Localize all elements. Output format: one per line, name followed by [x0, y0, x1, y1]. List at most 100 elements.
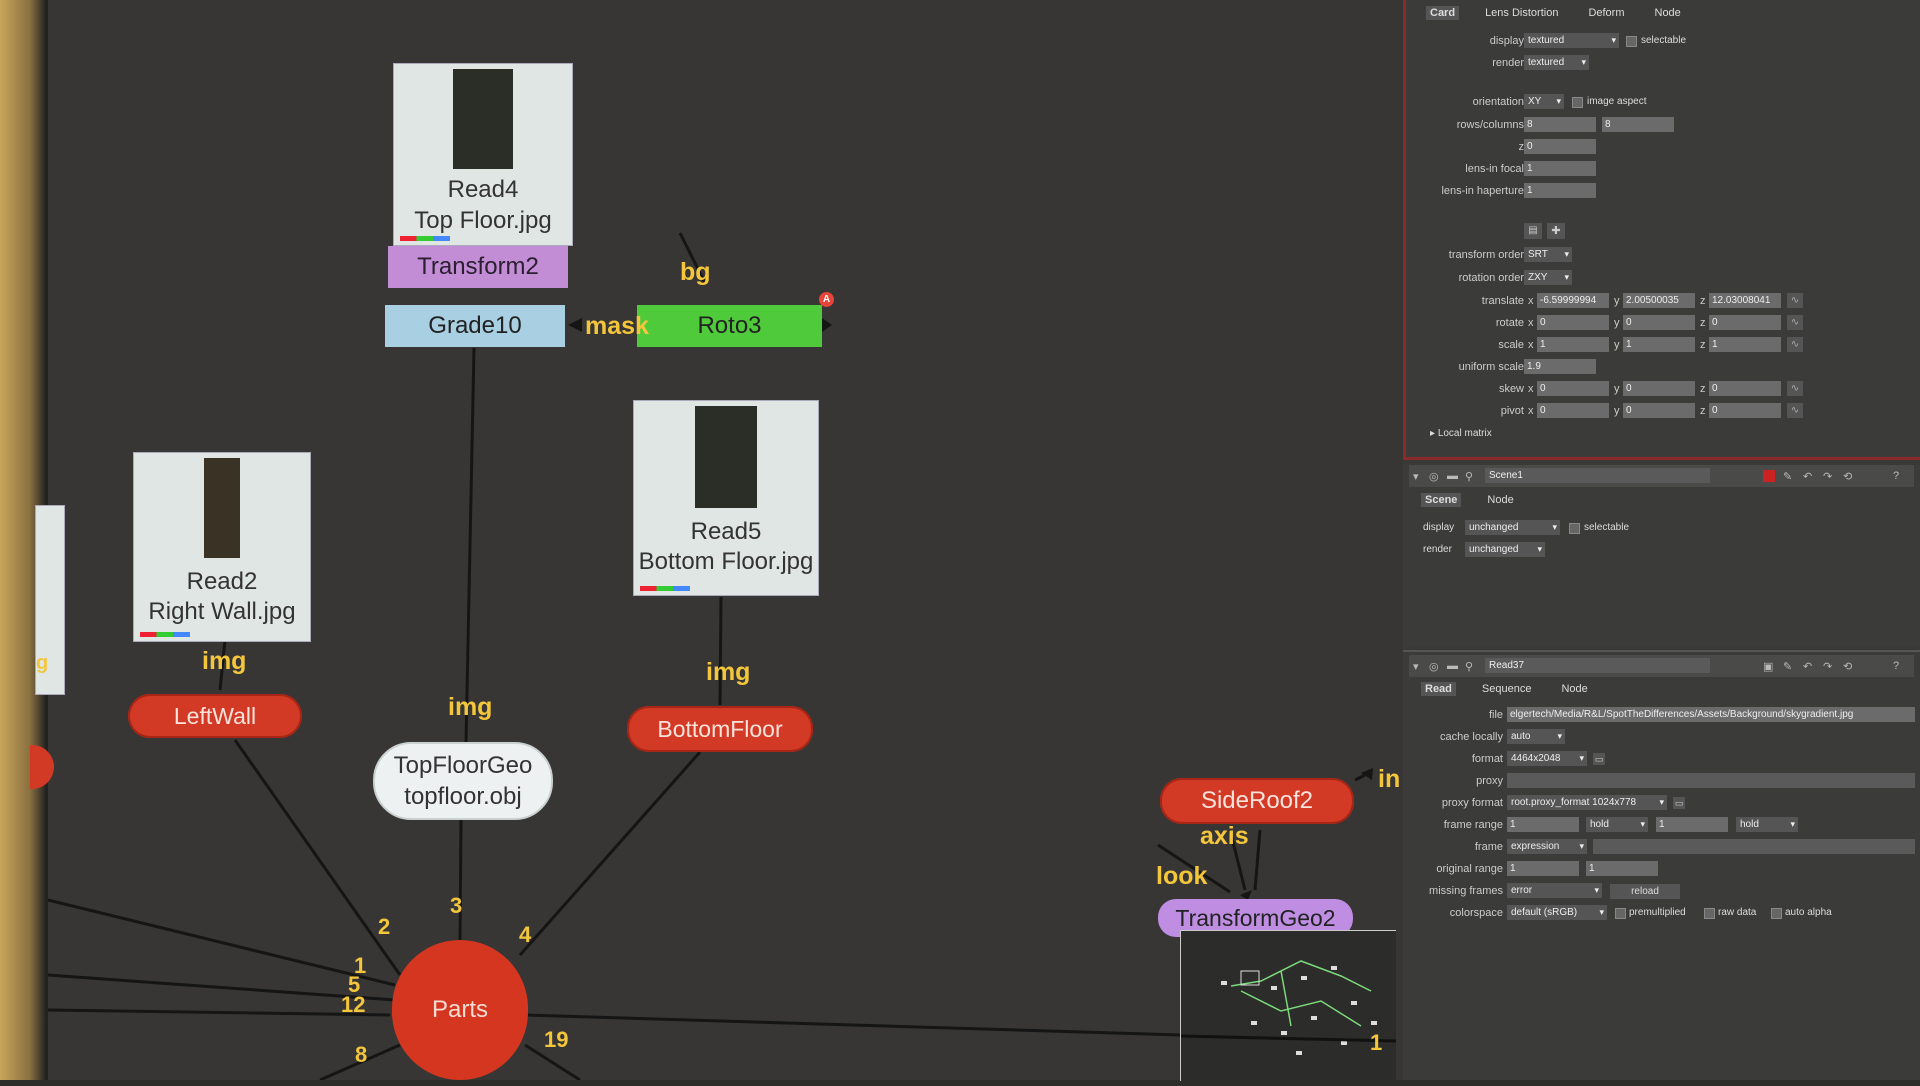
redo-icon[interactable]: ↷ — [1823, 471, 1833, 483]
tab-sequence[interactable]: Sequence — [1481, 683, 1532, 695]
undo-icon[interactable]: ↶ — [1803, 661, 1813, 673]
node-icon[interactable]: ⚲ — [1465, 471, 1474, 483]
tab-card[interactable]: Card — [1426, 6, 1460, 20]
help-icon[interactable]: ? — [1893, 660, 1900, 672]
skew-x-field[interactable]: 0 — [1537, 381, 1609, 396]
pivot-z-field[interactable]: 0 — [1709, 403, 1781, 418]
columns-field[interactable]: 8 — [1602, 117, 1674, 132]
uniform-scale-field[interactable]: 1.9 — [1524, 359, 1596, 374]
camera-icon[interactable]: ▬ — [1447, 470, 1458, 482]
rows-field[interactable]: 8 — [1524, 117, 1596, 132]
scene-render-dropdown[interactable]: unchanged — [1465, 542, 1545, 557]
lens-in-haperture-field[interactable]: 1 — [1524, 183, 1596, 198]
roto3-node[interactable]: Roto3 — [637, 305, 822, 347]
local-matrix-toggle[interactable]: ▸ Local matrix — [1430, 428, 1492, 439]
image-aspect-checkbox[interactable] — [1572, 97, 1583, 108]
leftwall-node[interactable]: LeftWall — [128, 694, 302, 738]
rotate-y-field[interactable]: 0 — [1623, 315, 1695, 330]
premultiplied-checkbox[interactable] — [1615, 908, 1626, 919]
z-field[interactable]: 0 — [1524, 139, 1596, 154]
rotate-z-field[interactable]: 0 — [1709, 315, 1781, 330]
skew-z-field[interactable]: 0 — [1709, 381, 1781, 396]
undo-icon[interactable]: ↶ — [1803, 471, 1813, 483]
format-edit-icon[interactable]: ▭ — [1593, 753, 1605, 765]
tab-scene[interactable]: Scene — [1421, 493, 1462, 507]
partial-read-node[interactable] — [35, 505, 65, 695]
translate-x-field[interactable]: -6.59999994 — [1537, 293, 1609, 308]
bottomfloor-node[interactable]: BottomFloor — [627, 706, 813, 752]
format-dropdown[interactable]: 4464x2048 — [1507, 751, 1587, 766]
tab-node[interactable]: Node — [1654, 7, 1681, 19]
frame-end-field[interactable]: 1 — [1656, 817, 1728, 832]
collapse-icon[interactable]: ▾ — [1413, 661, 1419, 673]
edit-icon[interactable]: ✎ — [1783, 471, 1793, 483]
tab-deform[interactable]: Deform — [1588, 7, 1625, 19]
collapse-icon[interactable]: ▾ — [1413, 471, 1419, 483]
orientation-dropdown[interactable]: XY — [1524, 94, 1564, 109]
color-icon[interactable]: ▣ — [1763, 661, 1774, 673]
frame-start-mode-dropdown[interactable]: hold — [1586, 817, 1648, 832]
scale-x-field[interactable]: 1 — [1537, 337, 1609, 352]
transform-order-dropdown[interactable]: SRT — [1524, 247, 1572, 262]
colorspace-dropdown[interactable]: default (sRGB) — [1507, 905, 1607, 920]
read4-node[interactable]: Read4 Top Floor.jpg — [393, 63, 573, 246]
transform2-node[interactable]: Transform2 — [388, 246, 568, 288]
edit-icon[interactable]: ✎ — [1783, 661, 1793, 673]
render-dropdown[interactable]: textured — [1524, 55, 1589, 70]
proxy-format-edit-icon[interactable]: ▭ — [1673, 797, 1685, 809]
cache-locally-dropdown[interactable]: auto — [1507, 729, 1565, 744]
rotation-order-dropdown[interactable]: ZXY — [1524, 270, 1572, 285]
display-dropdown[interactable]: textured — [1524, 33, 1619, 48]
redo-icon[interactable]: ↷ — [1823, 661, 1833, 673]
viewer-icon[interactable]: ◎ — [1429, 661, 1439, 673]
rotate-curve-icon[interactable]: ∿ — [1787, 315, 1803, 330]
auto-alpha-checkbox[interactable] — [1771, 908, 1782, 919]
original-end-field[interactable]: 1 — [1586, 861, 1658, 876]
proxy-field[interactable] — [1507, 773, 1915, 788]
revert-icon[interactable]: ⟲ — [1843, 471, 1853, 483]
scene-name-field[interactable]: Scene1 — [1485, 468, 1710, 483]
scale-y-field[interactable]: 1 — [1623, 337, 1695, 352]
viewer-icon[interactable]: ◎ — [1429, 471, 1439, 483]
selectable-checkbox[interactable] — [1626, 36, 1637, 47]
scale-z-field[interactable]: 1 — [1709, 337, 1781, 352]
read5-node[interactable]: Read5 Bottom Floor.jpg — [633, 400, 819, 596]
scene-display-dropdown[interactable]: unchanged — [1465, 520, 1560, 535]
scene-selectable-checkbox[interactable] — [1569, 523, 1580, 534]
grade10-node[interactable]: Grade10 — [385, 305, 565, 347]
proxy-format-dropdown[interactable]: root.proxy_format 1024x778 — [1507, 795, 1667, 810]
revert-icon[interactable]: ⟲ — [1843, 661, 1853, 673]
camera-icon[interactable]: ▬ — [1447, 660, 1458, 672]
tab-read[interactable]: Read — [1421, 682, 1456, 696]
original-start-field[interactable]: 1 — [1507, 861, 1579, 876]
axis-handle-icon[interactable]: ✚ — [1547, 223, 1565, 239]
topfloorgeo-node[interactable]: TopFloorGeo topfloor.obj — [373, 742, 553, 820]
translate-curve-icon[interactable]: ∿ — [1787, 293, 1803, 308]
dag-navigator[interactable] — [1180, 930, 1397, 1081]
frame-mode-dropdown[interactable]: expression — [1507, 839, 1587, 854]
pivot-x-field[interactable]: 0 — [1537, 403, 1609, 418]
pivot-y-field[interactable]: 0 — [1623, 403, 1695, 418]
raw-data-checkbox[interactable] — [1704, 908, 1715, 919]
translate-z-field[interactable]: 12.03008041 — [1709, 293, 1781, 308]
frame-end-mode-dropdown[interactable]: hold — [1736, 817, 1798, 832]
copy-icon[interactable]: ▤ — [1524, 223, 1542, 239]
parts-node[interactable]: Parts — [392, 940, 528, 1080]
tab-read-node[interactable]: Node — [1561, 683, 1588, 695]
sideroof2-node[interactable]: SideRoof2 — [1160, 778, 1354, 824]
skew-curve-icon[interactable]: ∿ — [1787, 381, 1803, 396]
reload-button[interactable]: reload — [1610, 884, 1680, 899]
tab-scene-node[interactable]: Node — [1487, 494, 1514, 506]
lens-in-focal-field[interactable]: 1 — [1524, 161, 1596, 176]
node-icon[interactable]: ⚲ — [1465, 661, 1474, 673]
scale-curve-icon[interactable]: ∿ — [1787, 337, 1803, 352]
translate-y-field[interactable]: 2.00500035 — [1623, 293, 1695, 308]
file-path-field[interactable]: elgertech/Media/R&L/SpotTheDifferences/A… — [1507, 707, 1915, 722]
read2-node[interactable]: Read2 Right Wall.jpg — [133, 452, 311, 642]
help-icon[interactable]: ? — [1893, 470, 1900, 482]
read-name-field[interactable]: Read37 — [1485, 658, 1710, 673]
skew-y-field[interactable]: 0 — [1623, 381, 1695, 396]
frame-start-field[interactable]: 1 — [1507, 817, 1579, 832]
missing-frames-dropdown[interactable]: error — [1507, 883, 1602, 898]
color-swatch[interactable] — [1763, 470, 1775, 482]
